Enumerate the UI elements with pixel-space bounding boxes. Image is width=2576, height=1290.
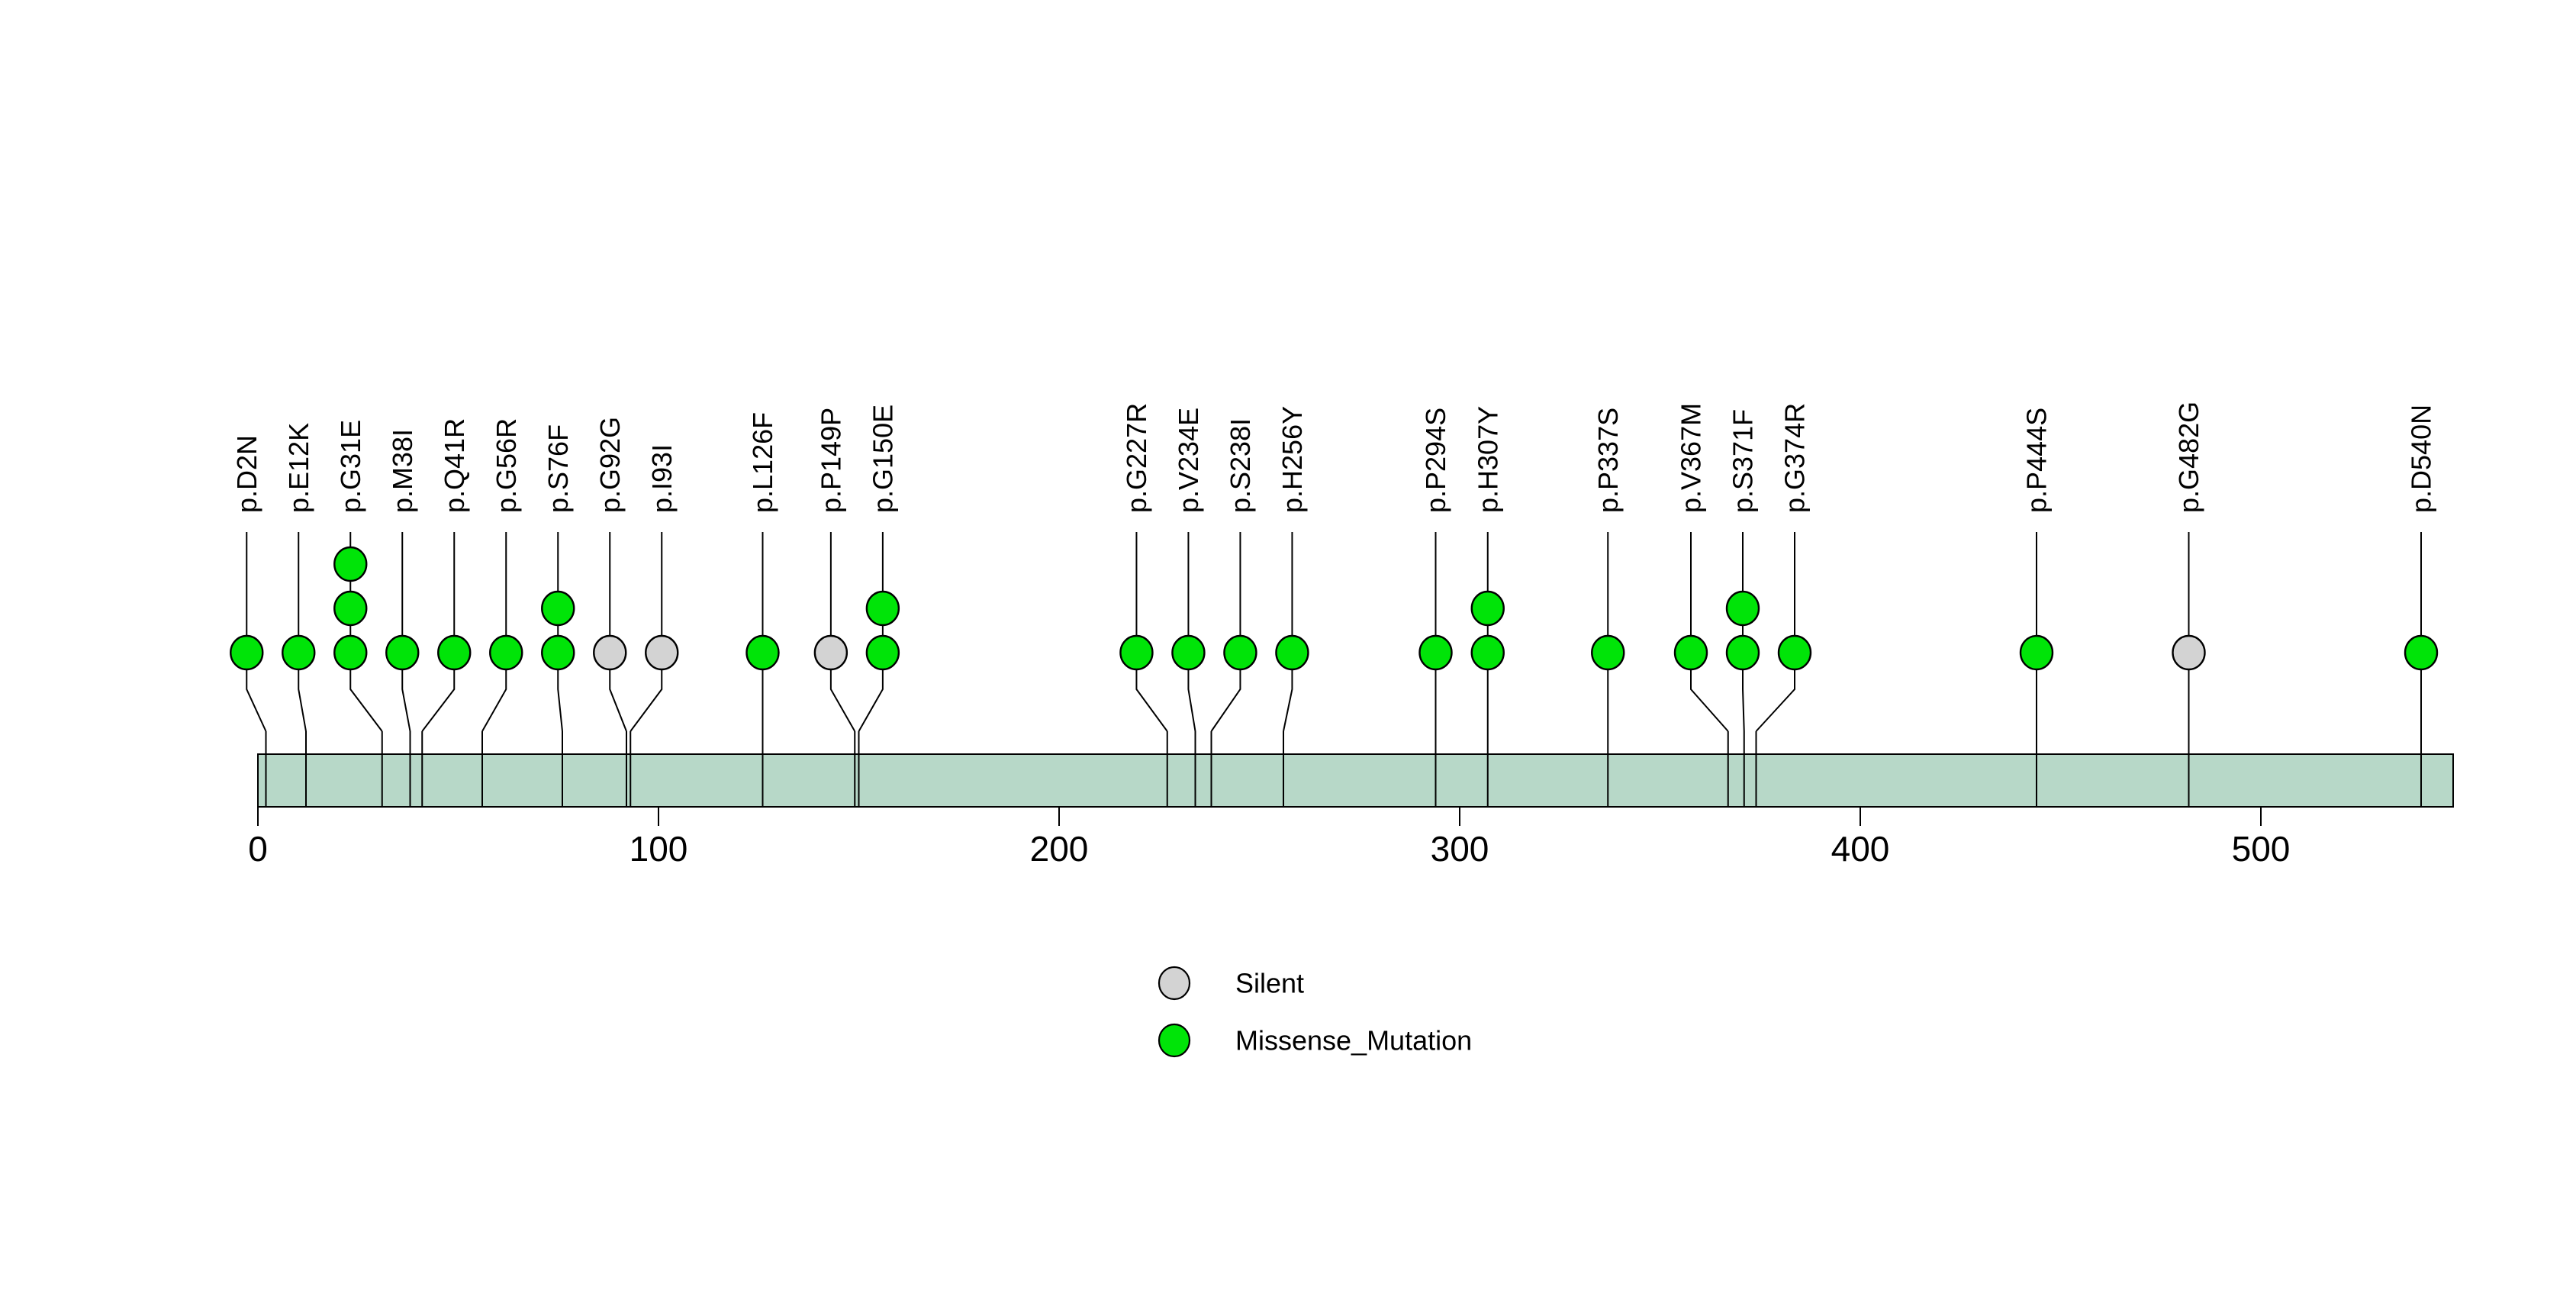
mutation-labels-layer: p.D2N p.E12K p.G31E p.M38I p.Q41R p.G56R p.S76… [231,402,2437,513]
mutation-label: p.G56R [491,418,522,513]
mutation-label: p.S371F [1728,409,1759,513]
mutation-label: p.L126F [747,412,778,513]
mutation-circle [1470,634,1505,671]
mutation-circle [333,590,368,627]
mutation-label: p.V367M [1676,403,1707,513]
mutation-label: p.P294S [1420,408,1451,513]
mutation-circle [437,634,472,671]
mutation-stem-line [630,532,663,732]
mutation-circle [813,634,848,671]
axis-tick-label: 500 [2232,829,2291,869]
mutation-label: p.G482G [2173,402,2204,513]
mutation-stem-line [609,532,627,732]
legend-missense-label: Missense_Mutation [1235,1025,1472,1056]
mutation-circle [2404,634,2439,671]
mutation-circle [865,590,900,627]
mutation-circle [2019,634,2054,671]
mutation-stem-line [298,532,307,732]
mutation-stem-line [1283,532,1293,732]
mutation-label: p.H256Y [1277,406,1308,513]
mutation-stem-line [1742,532,1745,732]
mutation-circle [645,634,679,671]
mutation-label: p.D2N [231,435,262,513]
mutation-label: p.P149P [815,408,846,513]
mutation-circle [1171,634,1206,671]
mutation-circle [745,634,780,671]
mutation-label: p.G227R [1121,403,1152,513]
mutation-stem-line [421,532,456,732]
mutation-circle [865,634,900,671]
axis-tick-label: 200 [1030,829,1089,869]
mutation-stem-line [1187,532,1196,732]
mutation-label: p.V234E [1173,408,1204,513]
mutation-label: p.G374R [1779,403,1811,513]
mutation-circle [2172,634,2206,671]
mutation-circle [1591,634,1625,671]
mutation-circle [1470,590,1505,627]
mutation-stem-line [246,532,267,732]
mutation-label: p.S238I [1225,418,1256,513]
mutation-circle [1119,634,1154,671]
axis-tick-label: 100 [630,829,688,869]
mutation-stem-line [1210,532,1241,732]
axis-tick-label: 0 [248,829,268,869]
mutation-circle [1777,634,1812,671]
mutation-stem-line [829,532,856,732]
mutation-circle [230,634,264,671]
mutation-stem-line [557,532,563,732]
mutation-stem-line [349,532,383,732]
legend-silent-label: Silent [1235,968,1304,999]
mutation-stem-line [1755,532,1795,732]
legend-missense-circle-icon [1158,1023,1191,1058]
mutation-stem-line [401,532,411,732]
mutation-circle [1725,590,1760,627]
mutation-label: p.E12K [283,423,314,513]
legend: Silent Missense_Mutation [1158,966,1472,1058]
legend-silent-circle-icon [1158,966,1191,1001]
mutation-label: p.H307Y [1472,406,1503,513]
mutation-circle [541,634,575,671]
through-bar-lines-layer [265,731,2422,807]
mutation-circle [1725,634,1760,671]
mutation-stem-line [858,532,884,732]
stem-lines-layer [246,532,2422,732]
mutation-circles-layer [230,546,2439,671]
mutation-label: p.Q41R [439,418,470,513]
mutation-circle [385,634,420,671]
mutation-label: p.P444S [2021,408,2053,513]
mutation-circle [541,590,575,627]
mutation-label: p.I93I [646,444,678,513]
axis-tick-label: 400 [1831,829,1890,869]
protein-bar [257,753,2454,808]
mutation-circle [333,634,368,671]
mutation-circle [1275,634,1309,671]
mutation-stem-line [481,532,507,732]
mutation-label: p.P337S [1592,408,1624,513]
mutation-circle [1418,634,1453,671]
mutation-circle [1223,634,1257,671]
x-axis-layer: 0 100 200 300 400 500 [248,807,2290,869]
mutation-circle [282,634,316,671]
protein-bar-layer [257,753,2454,808]
mutation-label: p.S76F [543,424,574,513]
mutation-circle [333,546,368,582]
mutation-stem-line [1690,532,1729,732]
mutation-label: p.M38I [387,429,418,513]
axis-tick-label: 300 [1431,829,1489,869]
mutation-label: p.G150E [867,405,898,513]
mutation-label: p.G31E [335,420,366,513]
mutation-circle [489,634,523,671]
mutation-circle [1673,634,1708,671]
mutation-circle [593,634,627,671]
mutation-stem-line [1135,532,1168,732]
mutation-label: p.G92G [594,417,626,513]
mutation-label: p.D540N [2406,405,2437,513]
